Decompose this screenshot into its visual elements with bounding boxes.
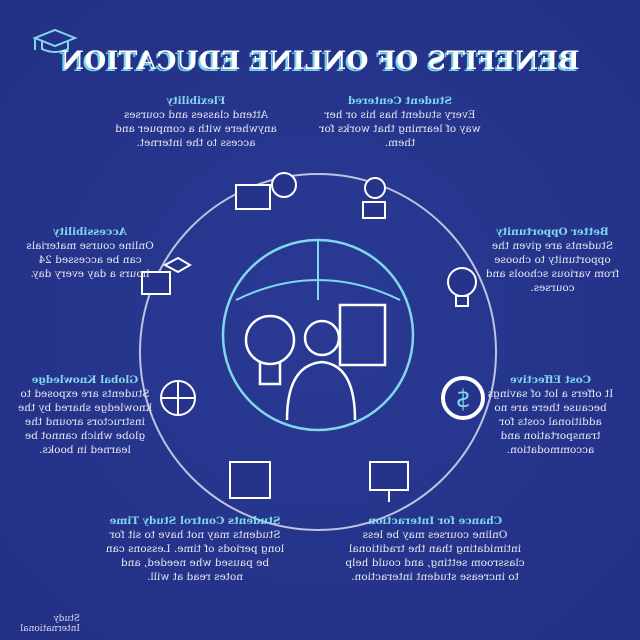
benefit-text: Attend classes and courses anywhere with…: [115, 109, 277, 149]
benefit-text: Students may not have to sit for long pe…: [105, 529, 285, 583]
benefit-students-control-study-time: Students Control Study Time Students may…: [105, 514, 285, 584]
benefit-flexibility: Flexibility Attend classes and courses a…: [111, 94, 281, 150]
outer-ring: [139, 173, 497, 531]
benefit-accessibility: Accessibility Online course materials ca…: [25, 225, 155, 281]
benefit-cost-effective: Cost Effective It offers a lot of saving…: [483, 373, 618, 457]
benefit-text: Online course materials can be accessed …: [26, 240, 154, 280]
laptop-graduation-cap-icon: [141, 256, 192, 295]
benefit-chance-for-interaction: Chance for Interaction Online courses ma…: [340, 514, 530, 584]
benefit-text: Online courses may be less intimidating …: [345, 529, 525, 583]
student-laptop-icon: [362, 177, 386, 219]
benefit-title: Cost Effective: [509, 374, 592, 386]
benefit-title: Accessibility: [53, 226, 127, 238]
dollar-coin-icon: $: [441, 376, 485, 420]
benefit-title: Global Knowledge: [31, 374, 139, 386]
benefit-title: Chance for Interaction: [367, 515, 503, 527]
laptop-www-globe-icon: [235, 172, 297, 210]
benefit-text: Students are exposed to knowledge shared…: [18, 388, 152, 456]
thinking-student-icon: [285, 319, 357, 421]
globe-icon: [160, 380, 196, 416]
benefit-text: Every student has his or her way of lear…: [319, 109, 481, 149]
benefit-title: Students Control Study Time: [109, 515, 281, 527]
benefit-title: Better Opportunity: [496, 226, 609, 238]
benefit-text: Students are given the opportunity to ch…: [485, 240, 620, 294]
benefit-global-knowledge: Global Knowledge Students are exposed to…: [15, 373, 155, 457]
graduation-cap-icon: [32, 28, 78, 53]
central-illustration: [221, 238, 415, 432]
svg-text:$: $: [455, 385, 470, 413]
book-icon: [338, 303, 387, 367]
browser-window-icon: [229, 461, 271, 499]
footer-credit: Study International: [20, 614, 80, 634]
page-title: BENEFITS OF ONLINE EDUCATION: [60, 46, 580, 75]
benefit-student-centered: Student Centered Every student has his o…: [315, 94, 485, 150]
benefit-title: Flexibility: [166, 95, 226, 107]
benefit-title: Student Centered: [348, 95, 452, 107]
benefit-better-opportunity: Better Opportunity Students are given th…: [485, 225, 620, 295]
lightbulb-icon: [447, 267, 477, 307]
benefit-text: It offers a lot of savings because there…: [487, 388, 614, 456]
computer-video-icon: [369, 461, 409, 502]
lightbulb-icon: [244, 314, 296, 386]
